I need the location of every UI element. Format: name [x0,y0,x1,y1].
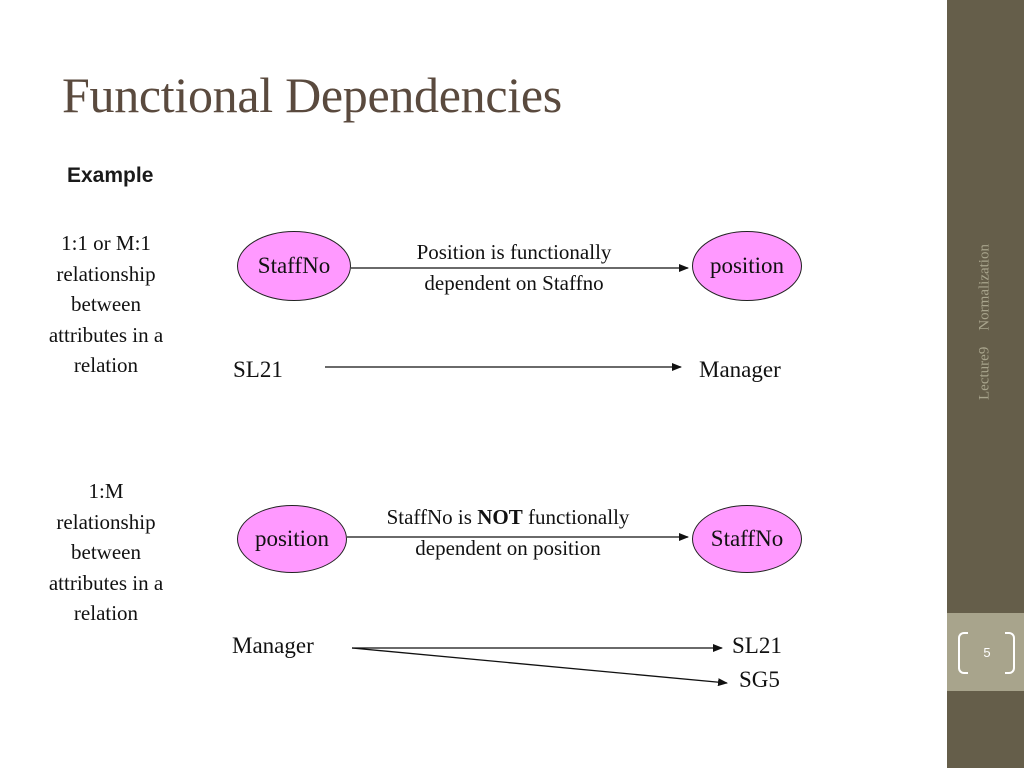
node-staffno: StaffNo [237,231,351,301]
note-line: attributes in a [48,570,164,595]
footer-topic: Normalization [976,244,993,331]
relationship-note-2: 1:M relationship between attributes in a… [26,476,186,629]
caption-line: dependent on Staffno [424,271,604,295]
instance-sl21-2: SL21 [732,633,782,658]
note-line: relation [73,353,139,377]
note-line: relationship [56,509,156,534]
footer-lecture: Lecture9 [976,346,993,400]
note-line: between [71,292,141,316]
arrow-manager-to-sg5 [351,647,728,687]
node-position: position [692,231,802,301]
page-number: 5 [983,645,991,660]
page-bracket-right [1005,632,1015,674]
dependency-caption-2: StaffNo is NOT functionally dependent on… [354,502,662,564]
note-line: 1:1 or M:1 [61,231,151,255]
page-bracket-left [958,632,968,674]
footer-label: Lecture9 Normalization [977,222,994,422]
note-line: relation [73,601,139,625]
node-staffno-2: StaffNo [692,505,802,573]
note-line: attributes in a [48,322,164,347]
relationship-note-1: 1:1 or M:1 relationship between attribut… [26,228,186,381]
dependency-caption-1: Position is functionally dependent on St… [374,237,654,299]
caption-prefix: StaffNo is [386,505,478,529]
example-heading: Example [67,164,154,187]
slide-title: Functional Dependencies [62,67,562,123]
note-line: 1:M [88,479,124,503]
instance-manager-2: Manager [232,633,314,658]
node-position-2: position [237,505,347,573]
caption-suffix: functionally [522,505,630,529]
instance-sl21: SL21 [233,357,283,382]
caption-line: Position is functionally [416,240,612,264]
caption-line: dependent on position [415,536,601,560]
note-line: between [71,540,141,564]
instance-manager: Manager [699,357,781,382]
caption-emphasis: NOT [477,505,523,529]
instance-sg5: SG5 [739,667,780,692]
caption-line: StaffNo is NOT functionally [354,502,662,533]
note-line: relationship [56,261,156,286]
